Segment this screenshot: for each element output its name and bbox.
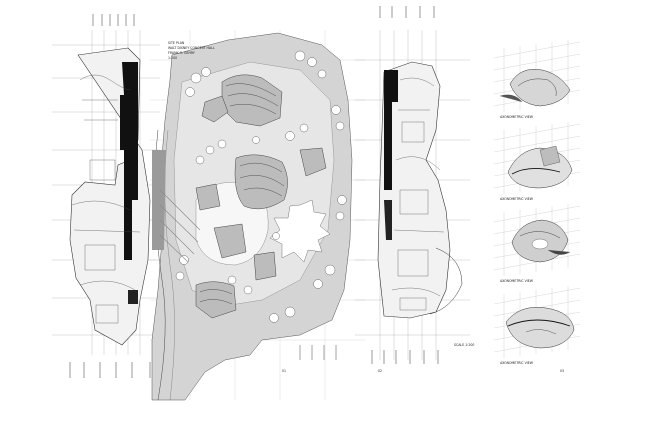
title-line-1: SITE PLAN xyxy=(168,41,185,45)
axo-panel-2: AXONOMETRIC VIEW xyxy=(493,122,581,201)
southeast-block xyxy=(253,251,277,281)
diagonal-section-lines xyxy=(159,189,201,263)
scale-note: SCALE 1:200 xyxy=(454,343,474,347)
left-elevation-drawing xyxy=(52,14,160,378)
courtyard-gear-shape xyxy=(269,199,331,263)
right-elevation-drawing: SCALE 1:200 02 xyxy=(355,6,474,373)
right-black-section-lower xyxy=(384,200,392,240)
left-top-markers xyxy=(92,14,135,26)
title-line-2: WALT DISNEY CONCERT HALL xyxy=(168,46,215,50)
axo-caption-1: AXONOMETRIC VIEW xyxy=(500,115,534,119)
axo-panel-3: AXONOMETRIC VIEW xyxy=(493,204,581,283)
building-clusters xyxy=(195,74,327,319)
axonometric-panels: AXONOMETRIC VIEW AXONOMETRIC VIEW xyxy=(493,40,581,373)
sheet-number-right: 03 xyxy=(560,369,564,373)
right-detail-lines xyxy=(391,77,445,311)
auditorium-cluster xyxy=(234,154,288,210)
left-black-section xyxy=(120,62,138,260)
right-curved-roof xyxy=(429,247,463,315)
left-bottom-markers xyxy=(69,362,151,378)
title-block: SITE PLAN WALT DISNEY CONCERT HALL FRANK… xyxy=(168,41,215,60)
title-line-3: FRANK O. GEHRY xyxy=(168,51,195,55)
west-block xyxy=(195,183,221,211)
right-bottom-markers xyxy=(371,350,439,364)
street-dark-band xyxy=(152,150,166,250)
axo-panel-1: AXONOMETRIC VIEW xyxy=(493,40,581,119)
southwest-block xyxy=(213,223,247,259)
axo-caption-2: AXONOMETRIC VIEW xyxy=(500,197,534,201)
axo-caption-4: AXONOMETRIC VIEW xyxy=(500,361,534,365)
south-pavilion xyxy=(195,281,237,319)
right-top-markers xyxy=(379,6,435,18)
right-black-section xyxy=(384,70,398,190)
east-block xyxy=(299,147,327,177)
sheet-number-left: 01 xyxy=(282,369,286,373)
axo-panel-4: AXONOMETRIC VIEW xyxy=(493,286,581,365)
axo-caption-3: AXONOMETRIC VIEW xyxy=(500,279,534,283)
north-pavilion xyxy=(201,95,229,123)
title-line-4: 1:200 xyxy=(168,56,177,60)
trees xyxy=(175,50,347,323)
main-hall-roof xyxy=(221,74,283,127)
left-detail-lines xyxy=(71,74,141,324)
left-black-band xyxy=(128,290,138,304)
roof-curve-lines xyxy=(199,83,285,305)
sheet-number-center: 02 xyxy=(378,369,382,373)
center-bottom-markers xyxy=(299,345,337,360)
center-site-plan: SITE PLAN WALT DISNEY CONCERT HALL FRANK… xyxy=(150,30,365,401)
